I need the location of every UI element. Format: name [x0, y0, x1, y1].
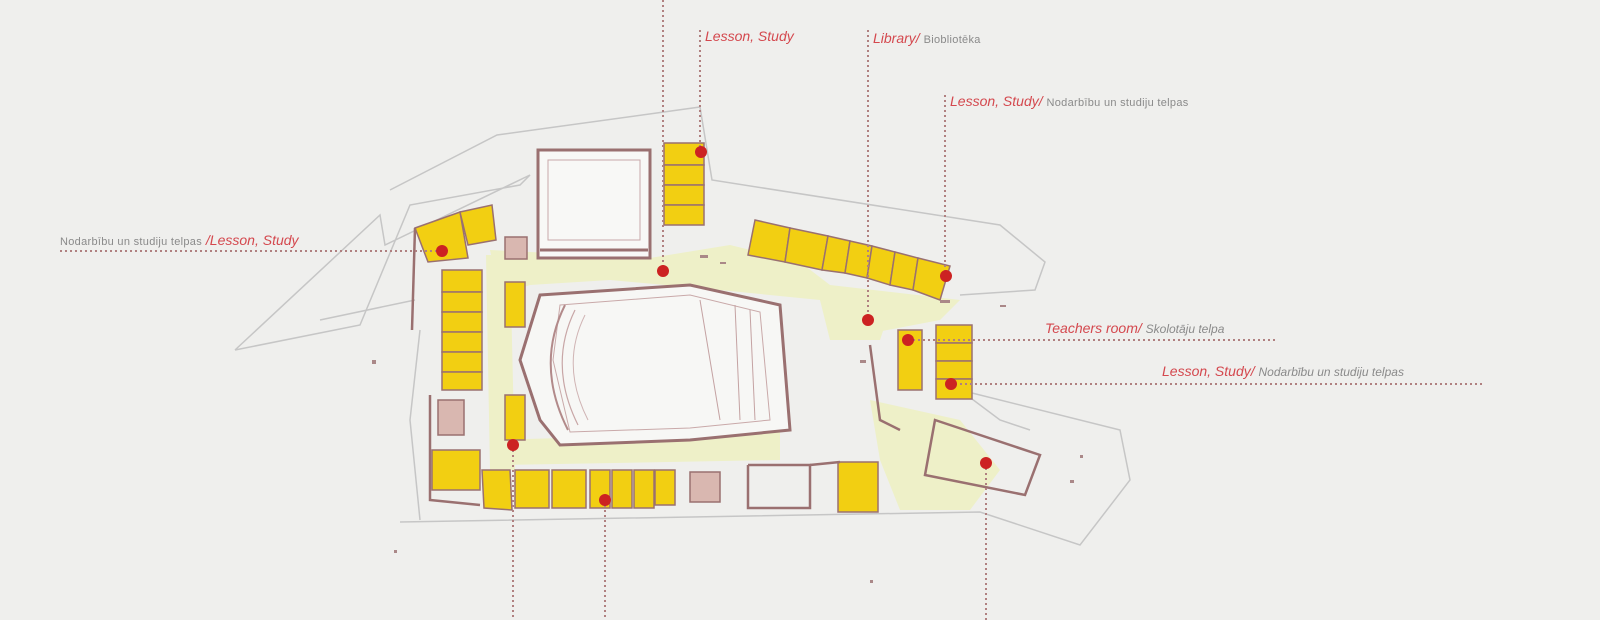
marker-lesson-top	[695, 146, 707, 158]
outline-rooms	[410, 227, 1042, 510]
label-en: Lesson, Study	[705, 28, 794, 44]
marker-lesson-left	[436, 245, 448, 257]
site-outline	[234, 106, 1131, 546]
label-en: Lesson, Study/	[950, 93, 1043, 109]
leader-lines	[60, 0, 1484, 620]
service-rooms	[437, 236, 721, 503]
label-en: Library/	[873, 30, 920, 46]
large-hall	[536, 148, 652, 260]
plan-details	[372, 255, 1083, 583]
marker-bottom-left	[507, 439, 519, 451]
label-lesson-study-left: Nodarbību un studiju telpas /Lesson, Stu…	[60, 232, 299, 248]
label-lesson-study-right-top: Lesson, Study/ Nodarbību un studiju telp…	[950, 93, 1189, 109]
label-lesson-study-top: Lesson, Study	[705, 28, 794, 44]
marker-bottom-right	[980, 457, 992, 469]
label-en: Teachers room/	[1045, 320, 1142, 336]
label-lesson-study-right-bottom: Lesson, Study/ Nodarbību un studiju telp…	[1162, 363, 1404, 379]
marker-lesson-right-bottom	[945, 378, 957, 390]
room-markers	[436, 146, 992, 506]
marker-bottom-mid	[599, 494, 611, 506]
marker-teachers	[902, 334, 914, 346]
label-en: Lesson, Study/	[1162, 363, 1255, 379]
label-lv: Nodarbību un studiju telpas	[1046, 97, 1189, 109]
auditorium	[518, 283, 792, 447]
marker-corridor	[657, 265, 669, 277]
label-en: /Lesson, Study	[205, 232, 299, 248]
label-lv: Nodarbību un studiju telpas	[1258, 365, 1404, 379]
label-lv: Nodarbību un studiju telpas	[60, 236, 203, 248]
marker-library	[862, 314, 874, 326]
marker-lesson-right-top	[940, 270, 952, 282]
label-library: Library/ Biobliotēka	[873, 30, 981, 46]
label-lv: Biobliotēka	[923, 34, 981, 46]
label-lv: Skolotāju telpa	[1145, 322, 1225, 336]
label-teachers-room: Teachers room/ Skolotāju telpa	[1045, 320, 1224, 336]
